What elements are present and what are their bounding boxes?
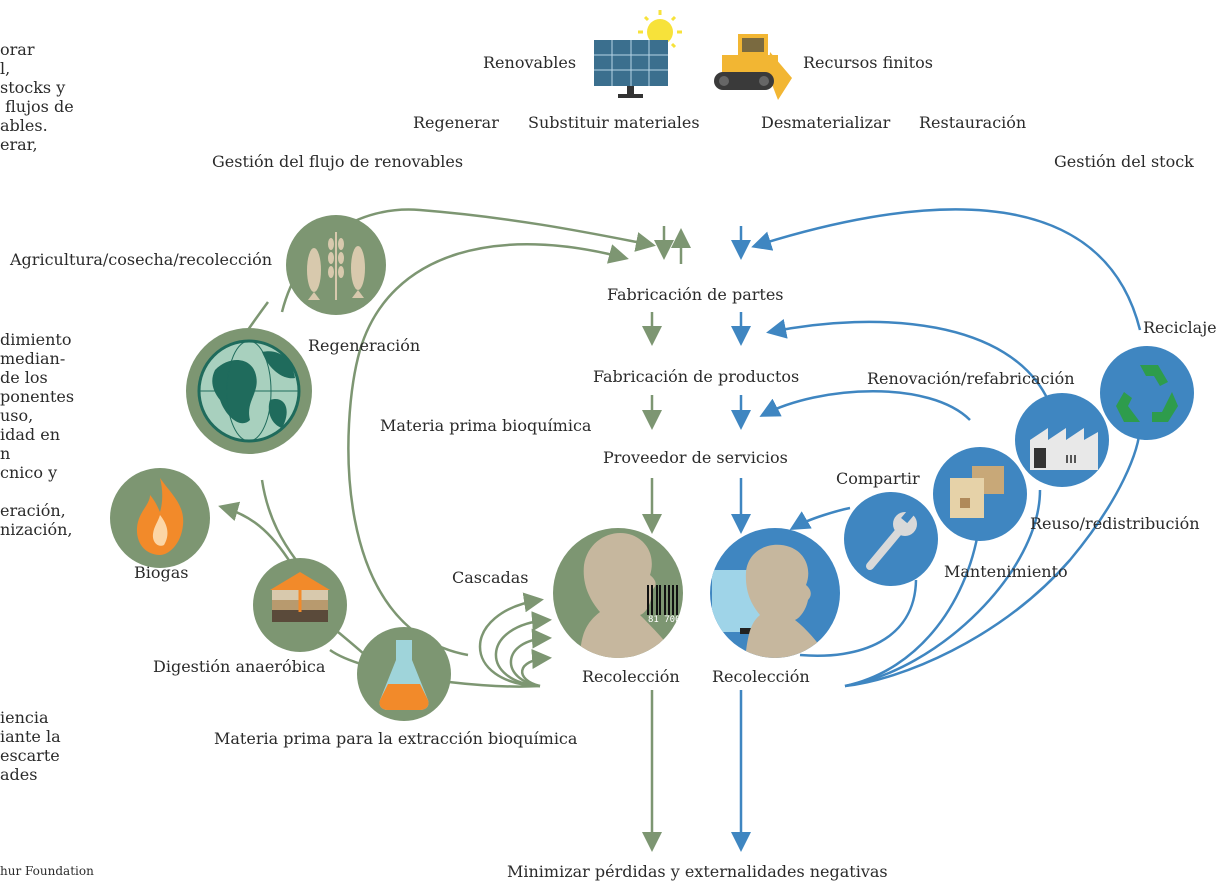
center-green-arrows <box>642 226 691 852</box>
label-recycle: Reciclaje <box>1143 318 1216 337</box>
side-text-2: dimiento median- de los ponentes uso, id… <box>0 330 75 539</box>
label-restore: Restauración <box>919 113 1027 132</box>
label-biogas: Biogas <box>134 563 189 582</box>
label-regeneration: Regeneración <box>308 336 421 355</box>
solar-panel-icon <box>594 10 682 98</box>
boxes-icon <box>933 447 1027 541</box>
label-parts-manufacturing: Fabricación de partes <box>607 285 784 304</box>
bulldozer-icon <box>714 34 792 100</box>
label-dematerialize: Desmaterializar <box>761 113 891 132</box>
collection-consumer-icon <box>553 528 683 658</box>
label-anaerobic-digestion: Digestión anaeróbica <box>153 657 326 676</box>
label-share: Compartir <box>836 469 920 488</box>
factory-icon <box>1015 393 1109 487</box>
footer-credit: hur Foundation <box>0 864 94 878</box>
flask-icon <box>357 627 451 721</box>
label-collection-right: Recolección <box>712 667 810 686</box>
label-reuse: Reuso/redistribución <box>1030 514 1200 533</box>
technical-flows <box>751 208 1142 688</box>
label-refurbish: Renovación/refabricación <box>867 369 1075 388</box>
agriculture-icon <box>286 215 386 315</box>
label-renewables: Renovables <box>483 53 577 72</box>
label-flow-management: Gestión del flujo de renovables <box>212 152 464 171</box>
label-regenerate: Regenerar <box>413 113 499 132</box>
label-collection-left: Recolección <box>582 667 680 686</box>
collection-user-icon <box>710 528 840 658</box>
anaerobic-digestion-icon <box>253 558 347 652</box>
label-finite-resources: Recursos finitos <box>803 53 933 72</box>
side-text-3: iencia iante la escarte ades <box>0 708 61 784</box>
label-product-manufacturing: Fabricación de productos <box>593 367 800 386</box>
side-text-1: orar l, stocks y flujos de ables. erar, <box>0 40 74 154</box>
label-service-provider: Proveedor de servicios <box>603 448 788 467</box>
biogas-flame-icon <box>110 468 210 568</box>
label-stock-management: Gestión del stock <box>1054 152 1194 171</box>
label-substitute: Substituir materiales <box>528 113 700 132</box>
label-extraction-feedstock: Materia prima para la extracción bioquím… <box>214 729 578 748</box>
label-minimize-losses: Minimizar pérdidas y externalidades nega… <box>507 862 888 881</box>
globe-icon <box>186 328 312 454</box>
barcode-number: 81 700982 <box>648 615 697 625</box>
label-biochemical-feedstock: Materia prima bioquímica <box>380 416 592 435</box>
wrench-icon <box>844 492 938 586</box>
label-maintain: Mantenimiento <box>944 562 1068 581</box>
label-cascades: Cascadas <box>452 568 529 587</box>
recycle-icon <box>1100 346 1194 440</box>
label-agriculture: Agricultura/cosecha/recolección <box>10 250 272 269</box>
